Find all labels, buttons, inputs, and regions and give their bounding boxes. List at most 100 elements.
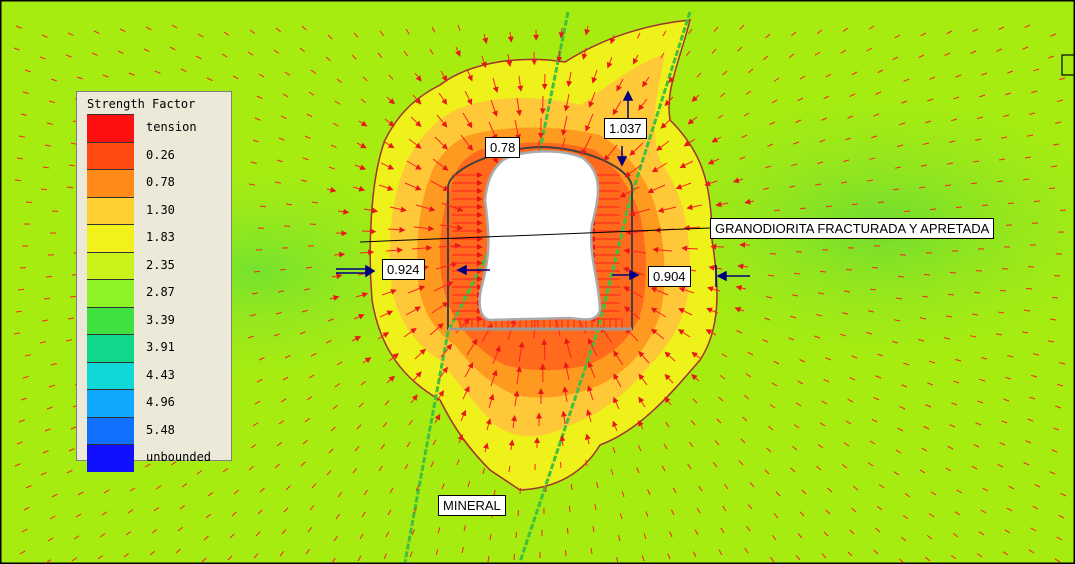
stress-arrow [773,209,781,212]
legend-swatch [87,169,134,197]
stress-arrow [1029,112,1036,115]
stress-arrow [180,68,187,73]
stress-arrow [892,56,899,61]
stress-arrow [951,118,958,122]
stress-arrow [623,286,643,298]
stress-arrow [380,162,395,170]
stress-arrow [327,34,333,40]
legend-swatch [87,251,134,279]
stress-arrow [737,263,749,270]
stress-arrow [903,78,910,82]
stress-arrow [664,373,674,384]
stress-arrow [799,207,807,210]
stress-arrow [632,54,639,65]
stress-arrow [584,25,591,36]
stress-arrow [414,72,422,82]
stress-arrow [435,261,458,270]
stress-arrow [387,226,406,233]
stress-arrow [558,27,565,39]
stress-arrow [771,99,778,104]
stress-arrow [711,48,717,54]
stress-arrow [259,487,265,493]
stress-arrow [460,134,473,151]
stress-arrow [455,317,470,334]
stress-arrow [259,205,267,208]
stress-arrow [13,47,20,51]
stress-arrow [588,337,598,357]
stress-arrow [354,446,360,452]
stress-arrow [715,201,729,208]
stress-arrow [283,507,289,513]
stress-arrow [432,158,449,171]
stress-arrow [744,547,749,554]
legend-title: Strength Factor [87,97,196,111]
stress-arrow [76,76,83,80]
legend-item-label: 2.87 [146,285,175,299]
stress-arrow [719,92,726,98]
stress-arrow [19,550,26,555]
stress-arrow [876,505,883,511]
stress-arrow [309,505,315,511]
stress-arrow [386,375,395,384]
stress-arrow [925,556,931,562]
legend-swatch [87,141,134,169]
stress-arrow [1007,70,1014,74]
stress-arrow [300,179,307,182]
stress-arrow [65,339,72,342]
stress-arrow [155,485,162,490]
stress-arrow [1031,374,1038,378]
stress-arrow [877,201,885,204]
stress-arrow [1060,492,1067,497]
stress-arrow [556,49,563,63]
stress-arrow [336,78,343,84]
stress-arrow [799,359,806,363]
stress-arrow [440,70,448,82]
stress-arrow [629,142,644,156]
stress-arrow [849,529,855,535]
stress-arrow [22,375,29,379]
stress-arrow [825,357,832,361]
stress-arrow [1006,507,1013,512]
stress-arrow [944,337,951,340]
legend-swatch [87,306,134,334]
stress-arrow [878,484,885,489]
stress-arrow [925,404,932,408]
stress-arrow [970,182,978,185]
stress-arrow [170,461,177,466]
stress-arrow [681,245,699,252]
stress-arrow [203,535,209,541]
stress-arrow [696,72,702,78]
stress-arrow [651,162,668,173]
stress-arrow [735,285,747,291]
stress-arrow [462,385,470,400]
stress-arrow [1008,485,1015,490]
stress-arrow [467,481,471,488]
stress-arrow [745,373,752,378]
stress-arrow [764,469,770,475]
legend-swatch [87,361,134,389]
stress-arrow [793,272,801,275]
stress-arrow [304,135,311,139]
stress-arrow [652,246,673,253]
stress-arrow [657,206,677,213]
stress-arrow [256,95,263,100]
stress-arrow [282,376,289,381]
stress-arrow [712,461,718,468]
stress-arrow [250,161,257,165]
stress-arrow [329,295,340,301]
stress-arrow [412,94,422,105]
stress-arrow [102,74,109,78]
stress-arrow [901,100,908,104]
stress-arrow [691,374,700,382]
stress-arrow [706,307,719,314]
stress-arrow [488,121,498,141]
stress-arrow [331,557,336,564]
stress-arrow [201,557,207,563]
stress-arrow [304,417,311,423]
legend-swatch [87,334,134,362]
stress-arrow [692,398,698,404]
vein-label: MINERAL [438,495,506,516]
stress-arrow [877,353,884,357]
stress-arrow [849,93,856,97]
stress-arrow [944,184,952,187]
